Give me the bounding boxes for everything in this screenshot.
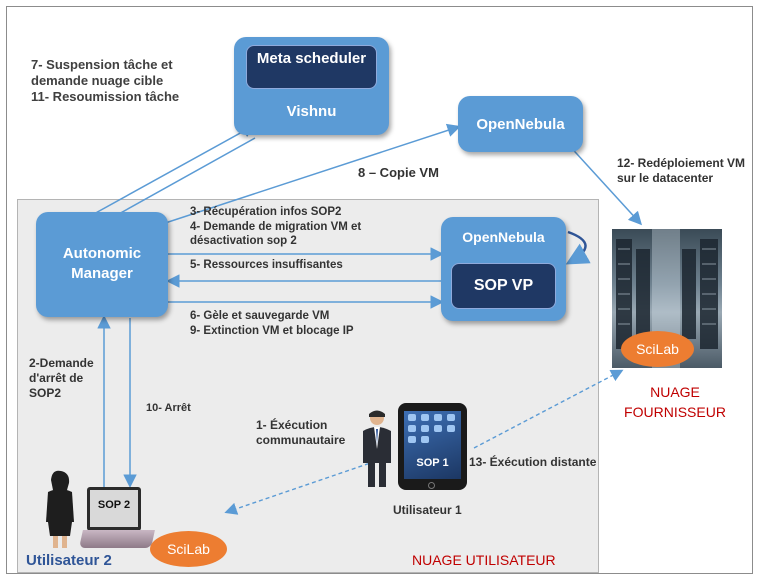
vishnu-label: Vishnu — [286, 103, 337, 120]
laptop-screen: SOP 2 — [90, 490, 138, 527]
user2-caption: Utilisateur 2 — [26, 552, 112, 569]
step-1-label: 1- Éxécution communautaire — [256, 418, 346, 447]
opennebula-top-label: OpenNebula — [476, 115, 565, 133]
datacenter-scilab-label: SciLab — [636, 341, 679, 357]
arrow-vishnu-am — [107, 137, 256, 221]
cloud-user-label: NUAGE UTILISATEUR — [412, 552, 556, 568]
user2-scilab-oval: SciLab — [150, 531, 227, 567]
businesswoman-icon — [46, 470, 74, 548]
laptop-label: SOP 2 — [97, 499, 131, 511]
step-3-4-label: 3- Récupération infos SOP2 4- Demande de… — [190, 206, 362, 247]
businessman-icon — [363, 410, 391, 487]
autonomic-manager-box: Autonomic Manager — [36, 212, 168, 317]
datacenter-scilab-oval: SciLab — [621, 331, 694, 367]
opennebula-vp-box: OpenNebula SOP VP — [441, 217, 566, 321]
step-10-label: 10- Arrêt — [146, 402, 191, 414]
step-12-label: 12- Redéploiement VM sur le datacenter — [617, 156, 746, 185]
step-2-label: 2-Demande d'arrêt de SOP2 — [29, 356, 94, 400]
opennebula-vp-label: OpenNebula — [462, 229, 545, 245]
user2-scilab-label: SciLab — [167, 541, 210, 557]
tablet-home-button — [428, 482, 435, 489]
step-8-label: 8 – Copie VM — [358, 165, 439, 180]
autonomic-manager-label: Autonomic Manager — [62, 245, 142, 282]
opennebula-top-box: OpenNebula — [458, 96, 583, 152]
datacenter-image — [612, 229, 722, 368]
vishnu-box: Meta scheduler Vishnu — [234, 37, 389, 135]
laptop-base — [79, 530, 155, 548]
step-5-label: 5- Ressources insuffisantes — [190, 259, 343, 271]
arrow-step13 — [473, 369, 624, 449]
tablet-screen: SOP 1 — [404, 411, 461, 479]
laptop-device: SOP 2 — [87, 487, 141, 531]
sop-vp-box: SOP VP — [451, 263, 556, 309]
arrow-am-opennebula — [149, 123, 461, 229]
metascheduler-box: Meta scheduler — [246, 45, 377, 89]
user1-caption: Utilisateur 1 — [393, 503, 462, 517]
arrow-am-vishnu — [91, 124, 256, 216]
step-13-label: 13- Éxécution distante — [469, 455, 597, 469]
app-grid-icon — [408, 414, 455, 443]
step-7-11-label: 7- Suspension tâche et demande nuage cib… — [31, 57, 180, 104]
metascheduler-label: Meta scheduler — [256, 50, 367, 67]
tablet-label: SOP 1 — [416, 457, 449, 469]
sop-vp-label: SOP VP — [473, 277, 534, 294]
step-6-9-label: 6- Gèle et sauvegarde VM 9- Extinction V… — [190, 310, 354, 337]
arrow-opennebula-datacenter — [565, 141, 643, 226]
tablet-device: SOP 1 — [398, 403, 467, 490]
cloud-provider-label: NUAGE FOURNISSEUR — [624, 384, 726, 420]
diagram-frame — [6, 6, 753, 574]
arrow-step1 — [224, 458, 383, 515]
server-racks-icon — [616, 229, 718, 368]
arrow-self-loop — [565, 230, 591, 265]
